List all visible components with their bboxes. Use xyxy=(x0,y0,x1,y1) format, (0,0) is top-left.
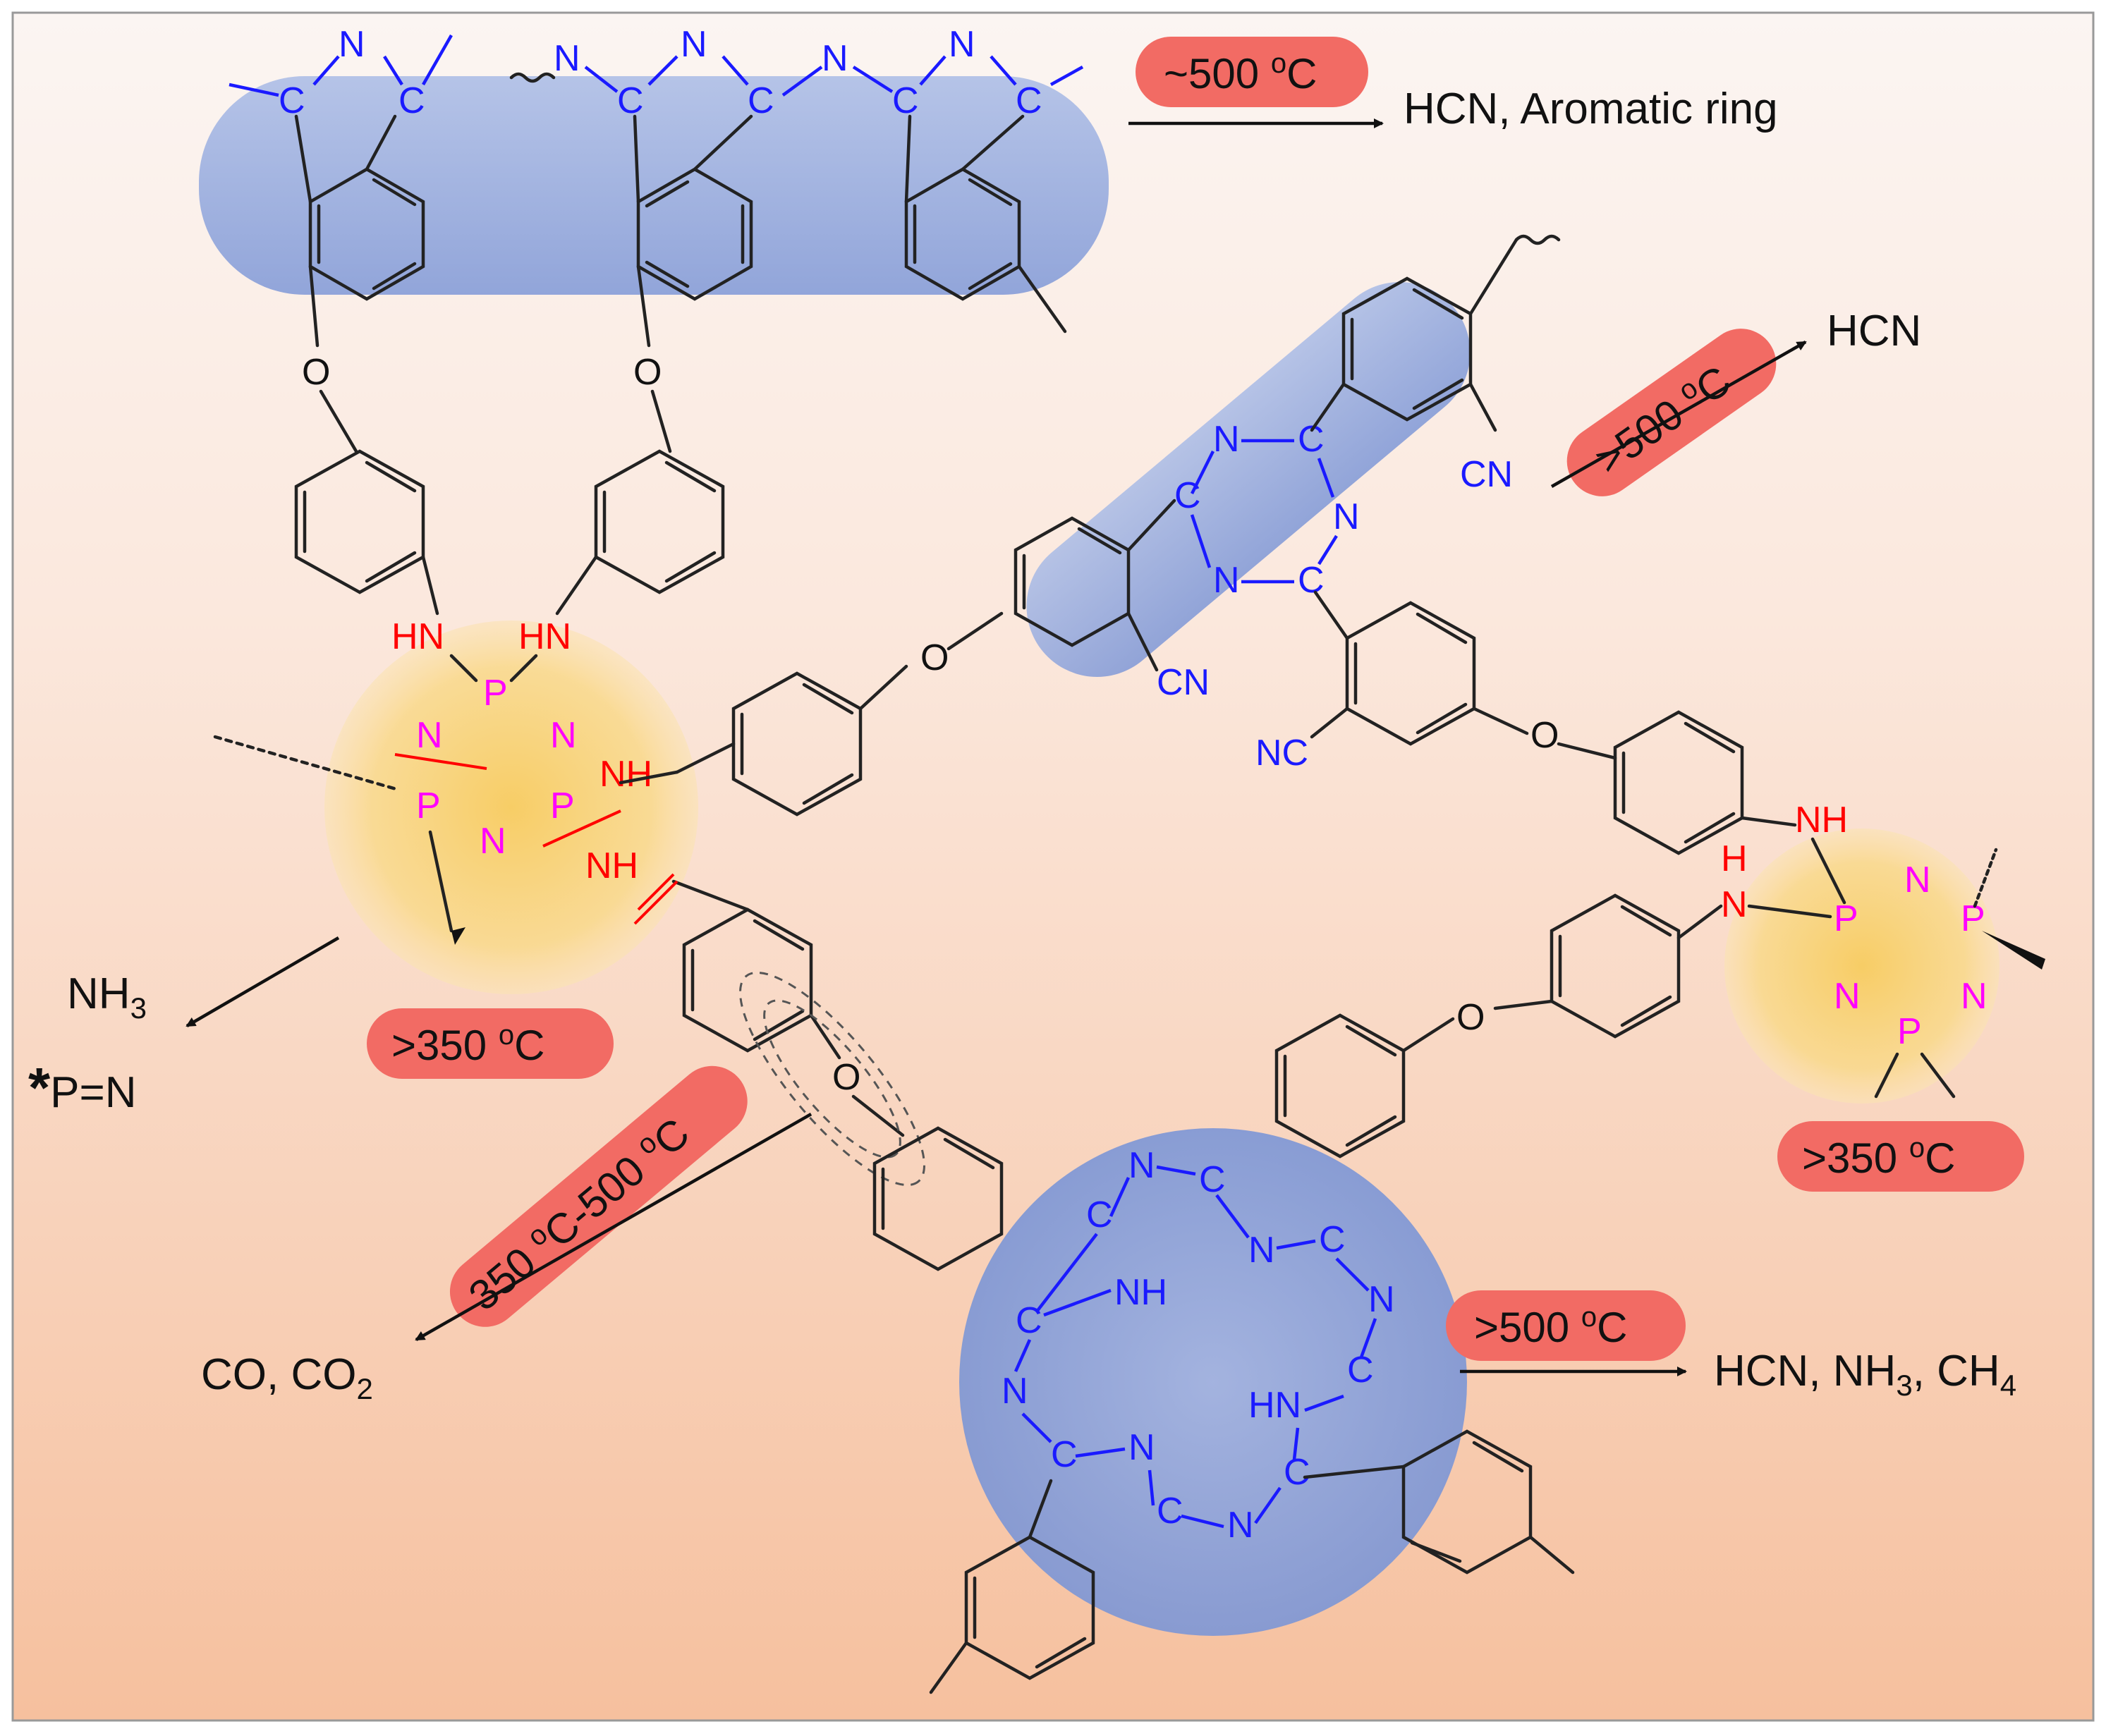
atom-c: C xyxy=(1199,1159,1226,1200)
atom-p: P xyxy=(1834,898,1858,939)
products-ether: CO, CO2 xyxy=(201,1350,373,1405)
phosphazene-right-highlight xyxy=(1724,829,2000,1104)
atom-hn: HN xyxy=(518,616,571,657)
atom-hn: HN xyxy=(1248,1385,1301,1426)
temp-value: >350 xyxy=(1802,1135,1909,1182)
atom-n: N xyxy=(1961,976,1988,1017)
atom-p: P xyxy=(1897,1011,1922,1052)
atom-c: C xyxy=(892,80,919,121)
atom-c: C xyxy=(1298,419,1325,460)
atom-n: N xyxy=(1333,496,1360,537)
atom-o: O xyxy=(633,352,662,393)
atom-o: O xyxy=(1530,715,1559,756)
atom-n: N xyxy=(949,24,975,65)
atom-n: N xyxy=(1128,1145,1155,1186)
atom-n: N xyxy=(1213,419,1240,460)
atom-o: O xyxy=(832,1057,860,1098)
atom-n: N xyxy=(822,38,848,79)
atom-p: P xyxy=(550,786,575,826)
arrow-ether xyxy=(415,1113,812,1341)
phthalocyanine-core: N C C N C NH N C C N HN C N C C N xyxy=(929,1145,1575,1694)
atom-n: N xyxy=(339,24,365,65)
phosphazene-right: NH H N P N P N N P xyxy=(1676,800,2045,1099)
nitrile-cn: CN xyxy=(1460,454,1513,495)
triazine-core: CN C N C N C N CN NC O xyxy=(1014,234,1797,855)
atom-n: N xyxy=(480,821,506,862)
products-top: HCN, Aromatic ring xyxy=(1404,85,1778,133)
atom-nh: NH xyxy=(599,754,652,795)
triazine-highlight xyxy=(1026,282,1471,677)
phosphazene-left-highlight xyxy=(324,621,698,994)
atom-n: N xyxy=(1834,976,1861,1017)
atom-n: N xyxy=(1248,1230,1275,1271)
badge-phthalocyanine: >500 oC xyxy=(1446,1290,1686,1361)
nitrile-nc: NC xyxy=(1255,733,1308,774)
atom-c: C xyxy=(1086,1194,1113,1235)
lower-links: O O xyxy=(633,879,1681,1271)
phosphazene-left: HN HN P N N P P N NH NH xyxy=(213,616,679,945)
arrow-phosphazene-left xyxy=(185,936,340,1027)
atom-n: N xyxy=(1904,860,1931,900)
product-nh3: NH3 xyxy=(67,970,147,1025)
atom-c: C xyxy=(1051,1434,1078,1475)
atom-c: C xyxy=(1016,1300,1042,1341)
atom-n: N xyxy=(1213,560,1240,601)
svg-text:>350 oC: >350 oC xyxy=(1802,1132,1955,1182)
atom-o: O xyxy=(920,637,949,678)
atom-c: C xyxy=(1319,1219,1346,1260)
atom-n: N xyxy=(416,715,443,756)
atom-o: O xyxy=(1456,997,1485,1038)
badge-top: ~500 oC xyxy=(1136,37,1368,107)
atom-c: C xyxy=(1016,80,1042,121)
atom-p: P xyxy=(483,673,508,714)
atom-c: C xyxy=(748,80,774,121)
atom-n: N xyxy=(1227,1505,1254,1546)
atom-c: C xyxy=(1157,1491,1183,1532)
atom-nh: NH xyxy=(1114,1272,1167,1313)
badge-phosphazene-left: >350 oC xyxy=(367,1008,614,1079)
atom-n: N xyxy=(681,24,707,65)
atom-nh: NH xyxy=(1795,800,1848,841)
products-triazine: HCN xyxy=(1827,307,1921,355)
atom-n: N xyxy=(554,38,580,79)
atom-c: C xyxy=(1284,1452,1310,1493)
middle-bridge: O xyxy=(675,611,1004,817)
atom-p: P xyxy=(416,786,441,826)
svg-text:~500 oC: ~500 oC xyxy=(1164,48,1317,97)
phthalocyanine-core-highlight xyxy=(959,1128,1467,1636)
badge-phosphazene-right: >350 oC xyxy=(1777,1121,2024,1192)
atom-n: N xyxy=(1721,884,1748,925)
products-phthalocyanine: HCN, NH3, CH4 xyxy=(1714,1347,2016,1402)
atom-c: C xyxy=(279,80,305,121)
temp-unit: C xyxy=(1597,1304,1627,1351)
temp-value: >500 xyxy=(1474,1304,1581,1351)
top-strand: C N C N C N C N C N C O O xyxy=(229,24,1084,453)
atom-h: H xyxy=(1721,838,1748,879)
atom-n: N xyxy=(1128,1427,1155,1468)
product-pn: *P=N xyxy=(28,1056,136,1119)
arrow-triazine xyxy=(1550,341,1807,488)
atom-c: C xyxy=(617,80,644,121)
atom-p: P xyxy=(1961,898,1985,939)
svg-text:>500 oC: >500 oC xyxy=(1474,1302,1627,1351)
atom-n: N xyxy=(1002,1371,1028,1412)
temp-unit: C xyxy=(1925,1135,1955,1182)
atom-c: C xyxy=(398,80,425,121)
atom-n: N xyxy=(550,715,577,756)
temp-unit: C xyxy=(514,1022,544,1069)
top-phthalocyanine-highlight xyxy=(199,76,1109,295)
aniline-rings-left xyxy=(294,449,725,616)
atom-o: O xyxy=(302,352,330,393)
temp-value: >350 xyxy=(391,1022,499,1069)
temp-unit: C xyxy=(1286,50,1317,97)
atom-hn: HN xyxy=(391,616,444,657)
atom-c: C xyxy=(1298,560,1325,601)
nitrile-cn: CN xyxy=(1157,662,1210,703)
atom-nh: NH xyxy=(585,845,638,886)
temp-value: ~500 xyxy=(1164,50,1271,97)
atom-n: N xyxy=(1368,1279,1395,1320)
svg-text:>350 oC: >350 oC xyxy=(391,1020,544,1069)
